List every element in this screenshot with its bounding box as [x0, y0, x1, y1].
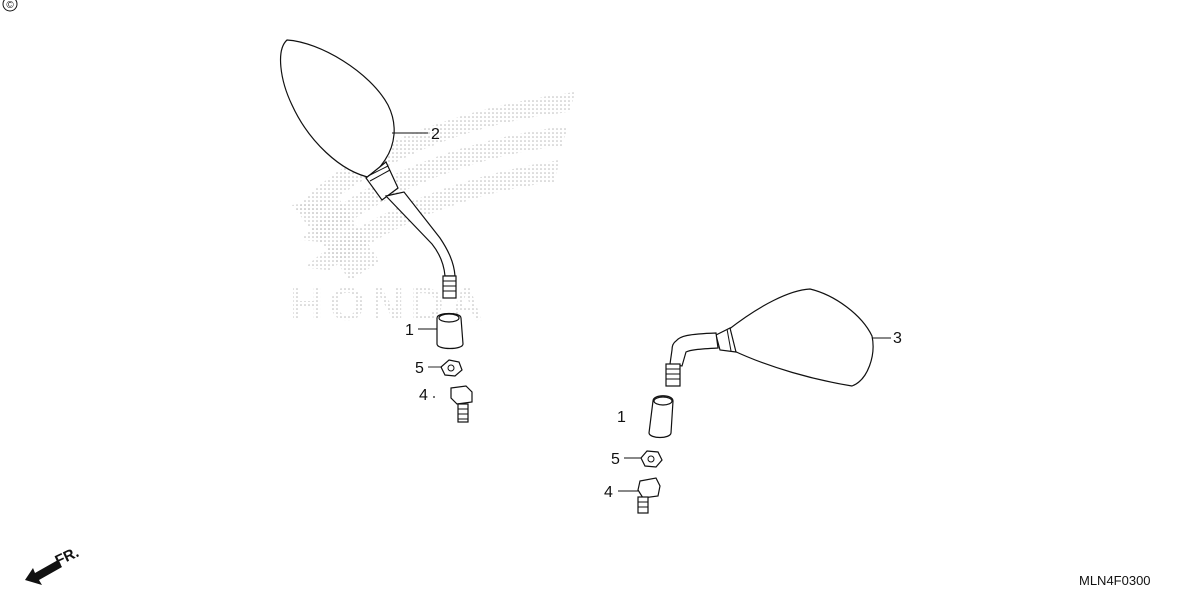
- left-nut: [440, 359, 463, 377]
- left-cap: [436, 312, 464, 350]
- left-mirror-neck: [365, 161, 399, 201]
- front-label: FR.: [53, 544, 82, 570]
- right-mirror-assembly: 3 1 5 4: [604, 288, 902, 514]
- diagram-code: MLN4F0300: [1079, 573, 1151, 588]
- callout-nut-left: 5: [415, 360, 424, 377]
- callout-cap-left: 1: [405, 322, 414, 339]
- callout-mirror-left: 2: [431, 126, 440, 143]
- copyright-symbol: ©: [6, 0, 14, 11]
- callout-mirror-right: 3: [893, 330, 902, 347]
- left-bolt: [450, 385, 473, 405]
- front-direction-indicator: FR.: [25, 544, 82, 585]
- callout-cap-right: 1: [617, 409, 626, 426]
- front-arrow-icon: [25, 560, 62, 585]
- callout-bolt-left: 4: [419, 387, 428, 404]
- right-nut: [640, 450, 663, 468]
- right-mirror-head: [727, 288, 874, 387]
- right-mirror-arm: [669, 332, 719, 367]
- copyright-mark: ©: [2, 0, 18, 12]
- right-bolt-shank: [637, 496, 649, 514]
- left-bolt-shank: [457, 403, 469, 423]
- left-mirror-head: [280, 39, 395, 179]
- right-bolt: [637, 477, 661, 499]
- right-mirror-thread: [665, 363, 681, 387]
- callout-bolt-right: 4: [604, 484, 613, 501]
- right-cap: [648, 395, 674, 439]
- left-mirror-assembly: 2 1 5 4: [280, 39, 473, 423]
- callout-nut-right: 5: [611, 451, 620, 468]
- left-mirror-thread: [442, 275, 457, 299]
- right-mirror-neck: [715, 327, 737, 353]
